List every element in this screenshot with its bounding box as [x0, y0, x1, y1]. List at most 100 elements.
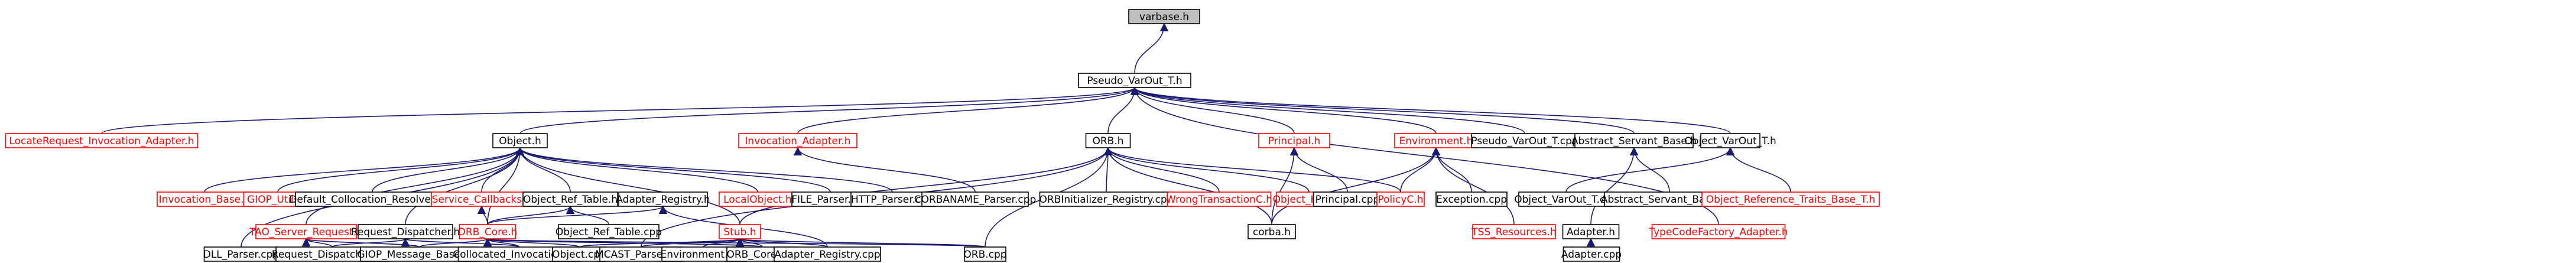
- node-tss-resources-h[interactable]: TSS_Resources.h: [1471, 224, 1557, 239]
- edge: [483, 238, 763, 248]
- edge-object_varout_t_cpp-to-object_varout_t_h: [1565, 147, 1735, 193]
- node-pseudo-varout-t-cpp[interactable]: Pseudo_VarOut_T.cpp: [1471, 133, 1578, 148]
- node-principal-cpp[interactable]: Principal.cpp: [1313, 191, 1382, 207]
- edge-orb_core_h-to-object_ref_table_h: [487, 205, 575, 225]
- edge: [519, 86, 1139, 134]
- node-wrongtransactionc-h[interactable]: WrongTransactionC.h: [1166, 191, 1272, 207]
- node-label: Principal.h: [1268, 135, 1321, 147]
- node-localobject-h[interactable]: LocalObject.h: [719, 191, 797, 207]
- node-box: [1394, 133, 1478, 148]
- node-object-ref-table-h[interactable]: Object_Ref_Table.h: [522, 191, 618, 207]
- edge-orb_core_h-to-service_callbacks_h: [477, 205, 488, 225]
- node-exception-cpp[interactable]: Exception.cpp: [1435, 191, 1508, 207]
- edge-request_dispatcher_h-to-object_h: [405, 147, 525, 225]
- edge: [1103, 147, 1310, 193]
- edge: [1271, 147, 1441, 225]
- node-label: FILE_Parser.cpp: [791, 194, 869, 206]
- edge-corba_h-to-principal_h: [1271, 147, 1299, 225]
- node-typecodefactory-adapter-h[interactable]: TypeCodeFactory_Adapter.h: [1648, 224, 1788, 239]
- node-box: [1701, 191, 1880, 207]
- node-orb-core-h[interactable]: ORB_Core.h: [458, 224, 518, 239]
- node-abstract-servant-base-h[interactable]: Abstract_Servant_Base.h: [1571, 133, 1697, 148]
- node-label: Adapter_Registry.cpp: [774, 249, 880, 261]
- node-box: [738, 133, 857, 148]
- node-object-h[interactable]: Object.h: [492, 133, 548, 148]
- edge-policyc_h-to-orb_h: [1103, 147, 1401, 193]
- node-label: ORB.cpp: [963, 249, 1006, 261]
- node-adapter-registry-h[interactable]: Adapter_Registry.h: [616, 191, 710, 207]
- node-invocation-adapter-h[interactable]: Invocation_Adapter.h: [738, 133, 857, 148]
- node-box: [157, 191, 252, 207]
- edge: [1431, 147, 1515, 225]
- node-locaterequest-invocation-adapter-h[interactable]: LocateRequest_Invocation_Adapter.h: [5, 133, 199, 148]
- edge: [101, 86, 1139, 134]
- edge: [1103, 147, 1272, 225]
- node-label: Default_Collocation_Resolver.cpp: [289, 194, 455, 206]
- node-box: [558, 224, 660, 239]
- node-policyc-h[interactable]: PolicyC.h: [1376, 191, 1425, 207]
- edge-pseudo_varout_t_cpp-to-pseudo_varout_t_h: [1131, 86, 1525, 134]
- node-label: PolicyC.h: [1378, 194, 1424, 206]
- node-invocation-base-h[interactable]: Invocation_Base.h: [157, 191, 252, 207]
- edge-invocation_adapter_h-to-pseudo_varout_t_h: [797, 86, 1139, 134]
- node-pseudo-varout-t-h[interactable]: Pseudo_VarOut_T.h: [1078, 73, 1191, 88]
- node-box: [618, 191, 708, 207]
- node-label: WrongTransactionC.h: [1166, 194, 1272, 206]
- edge: [477, 205, 488, 225]
- edge: [1726, 147, 1791, 193]
- node-object-ref-table-cpp[interactable]: Object_Ref_Table.cpp: [556, 224, 662, 239]
- node-label: Object_VarOut_T.h: [1684, 135, 1776, 147]
- node-adapter-cpp[interactable]: Adapter.cpp: [1561, 246, 1622, 262]
- node-box: [1313, 191, 1382, 207]
- node-object-cpp[interactable]: Object.cpp: [552, 246, 606, 262]
- node-box: [1128, 9, 1200, 24]
- node-adapter-h[interactable]: Adapter.h: [1562, 224, 1620, 239]
- node-label: Object_Ref_Table.cpp: [556, 226, 662, 238]
- node-object-varout-t-h[interactable]: Object_VarOut_T.h: [1684, 133, 1776, 148]
- node-orb-cpp[interactable]: ORB.cpp: [963, 246, 1007, 262]
- node-request-dispatcher-h[interactable]: Request_Dispatcher.h: [351, 224, 460, 239]
- node-service-callbacks-h[interactable]: Service_Callbacks.h: [431, 191, 532, 207]
- edge: [487, 205, 575, 225]
- node-default-collocation-resolver-cpp[interactable]: Default_Collocation_Resolver.cpp: [289, 191, 456, 207]
- node-box: [5, 133, 199, 148]
- node-orbinitializer-registry-cpp[interactable]: ORBInitializer_Registry.cpp: [1040, 191, 1174, 207]
- node-object-varout-t-cpp[interactable]: Object_VarOut_T.cpp: [1514, 191, 1618, 207]
- node-label: DLL_Parser.cpp: [203, 249, 280, 261]
- node-dll-parser-cpp[interactable]: DLL_Parser.cpp: [203, 246, 280, 262]
- edge-exception_cpp-to-environment_h: [1431, 147, 1472, 193]
- edge-locaterequest_invocation_adapter_h-to-pseudo_varout_t_h: [101, 86, 1139, 134]
- edge: [1131, 86, 1731, 134]
- node-box: [1651, 224, 1786, 239]
- node-tao-server-request-h[interactable]: TAO_Server_Request.h: [249, 224, 363, 239]
- node-adapter-registry-cpp[interactable]: Adapter_Registry.cpp: [774, 246, 881, 262]
- node-label: Service_Callbacks.h: [432, 194, 532, 206]
- edge-tao_server_request_h-to-object_h: [306, 147, 525, 225]
- node-orb-h[interactable]: ORB.h: [1085, 133, 1131, 148]
- edge-corba_h-to-environment_h: [1271, 147, 1441, 225]
- node-corba-h[interactable]: corba.h: [1248, 224, 1296, 239]
- node-box: [964, 246, 1006, 262]
- node-label: varbase.h: [1139, 11, 1189, 23]
- node-box: [1085, 133, 1131, 148]
- node-label: Collocated_Invocation.cpp: [453, 249, 584, 261]
- edge-localobject_h-to-object_h: [515, 147, 758, 193]
- node-label: Adapter_Registry.h: [616, 194, 710, 206]
- node-varbase-h[interactable]: varbase.h: [1128, 9, 1200, 24]
- edge: [1565, 147, 1735, 193]
- node-box: [431, 191, 532, 207]
- node-environment-h[interactable]: Environment.h: [1394, 133, 1478, 148]
- node-label: Object.cpp: [552, 249, 606, 261]
- node-box: [1258, 133, 1330, 148]
- node-label: Principal.cpp: [1315, 194, 1380, 206]
- edge: [484, 238, 986, 248]
- node-corbaname-parser-cpp[interactable]: CORBANAME_Parser.cpp: [914, 191, 1037, 207]
- node-stub-h[interactable]: Stub.h: [719, 224, 761, 239]
- node-label: Pseudo_VarOut_T.cpp: [1471, 135, 1578, 147]
- edge-giop_message_base_cpp-to-tao_server_request_h: [302, 238, 420, 248]
- edge: [1590, 147, 1639, 225]
- node-object-reference-traits-base-t-h[interactable]: Object_Reference_Traits_Base_T.h: [1701, 191, 1880, 207]
- edge-collocated_invocation_cpp-to-request_dispatcher_h: [401, 238, 519, 248]
- node-principal-h[interactable]: Principal.h: [1258, 133, 1330, 148]
